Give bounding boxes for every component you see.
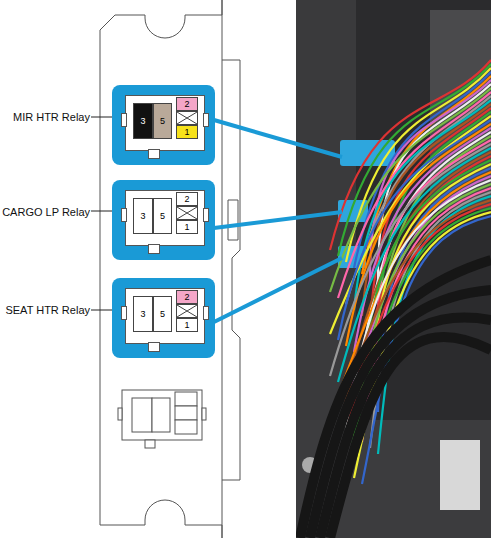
pin-number: 5 bbox=[153, 103, 172, 139]
unused-pin bbox=[176, 206, 198, 220]
pin-number: 3 bbox=[133, 296, 153, 332]
pin-number: 3 bbox=[133, 103, 153, 139]
pin-number: 5 bbox=[160, 211, 165, 221]
pin-number: 1 bbox=[184, 320, 189, 330]
empty-relay-socket bbox=[118, 390, 206, 448]
unused-pin bbox=[176, 304, 198, 318]
connector-outline bbox=[203, 113, 209, 127]
harness-sleeve bbox=[330, 337, 491, 538]
pin-number: 3 bbox=[140, 309, 145, 319]
relay-box: SEAT HTR Relay3521 bbox=[112, 278, 215, 358]
relay-name: MIR HTR Relay bbox=[13, 111, 90, 123]
connector-outline bbox=[121, 208, 127, 222]
relay-name: SEAT HTR Relay bbox=[5, 304, 90, 316]
pin-number: 2 bbox=[176, 97, 198, 111]
pin-number: 1 bbox=[176, 125, 198, 139]
pin-number: 3 bbox=[133, 198, 153, 234]
pin-number: 3 bbox=[140, 116, 145, 126]
pin-number: 3 bbox=[140, 211, 145, 221]
connector-outline bbox=[148, 149, 160, 159]
harness-photo bbox=[296, 0, 491, 538]
relay-block-outline bbox=[100, 0, 240, 538]
relay-name: CARGO LP Relay bbox=[2, 206, 90, 218]
pin-number: 1 bbox=[184, 127, 189, 137]
pin-number: 2 bbox=[184, 99, 189, 109]
connector-outline bbox=[148, 342, 160, 352]
unused-pin bbox=[176, 111, 198, 125]
connector-outline bbox=[203, 208, 209, 222]
pin-number: 2 bbox=[176, 290, 198, 304]
harness-sleeve bbox=[300, 260, 491, 538]
photo-pointer bbox=[214, 120, 342, 322]
relay-box: MIR HTR Relay3521 bbox=[112, 85, 215, 165]
pin-number: 5 bbox=[160, 309, 165, 319]
leader-line bbox=[91, 117, 112, 310]
pin-number: 5 bbox=[153, 296, 172, 332]
pin-number: 5 bbox=[153, 198, 172, 234]
relay-box: CARGO LP Relay3521 bbox=[112, 180, 215, 260]
harness-sleeve bbox=[320, 317, 491, 538]
pin-number: 2 bbox=[184, 194, 189, 204]
connector-outline bbox=[148, 244, 160, 254]
connector-outline bbox=[121, 113, 127, 127]
harness-sleeve bbox=[310, 290, 491, 538]
pin-number: 5 bbox=[160, 116, 165, 126]
pin-number: 2 bbox=[184, 292, 189, 302]
pin-number: 1 bbox=[176, 220, 198, 234]
pin-number: 1 bbox=[184, 222, 189, 232]
connector-outline bbox=[121, 306, 127, 320]
pin-number: 1 bbox=[176, 318, 198, 332]
connector-outline bbox=[203, 306, 209, 320]
pin-number: 2 bbox=[176, 192, 198, 206]
